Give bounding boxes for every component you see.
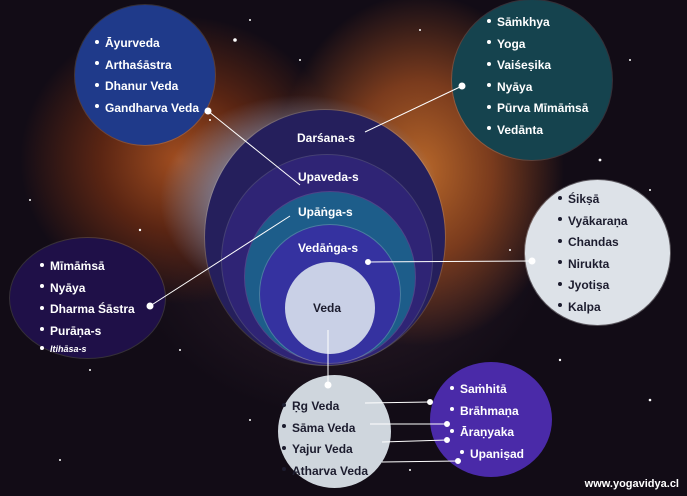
list-item: Mīmāṁsā	[40, 256, 135, 278]
list-item: Sāma Veda	[282, 418, 368, 440]
vedanga-list: Śikṣā Vyākaraṇa Chandas Nirukta Jyotiṣa …	[558, 189, 628, 318]
list-item: Vyākaraṇa	[558, 211, 628, 233]
vedanga-bubble	[525, 180, 670, 325]
veda-list: Ṛg Veda Sāma Veda Yajur Veda Atharva Ved…	[282, 396, 368, 482]
list-item: Dharma Śāstra	[40, 299, 135, 321]
footer-credit: www.yogavidya.cl	[584, 478, 679, 490]
upanga-bubble	[10, 238, 165, 358]
upaveda-list: Āyurveda Arthaśāstra Dhanur Veda Gandhar…	[95, 33, 199, 119]
list-item: Atharva Veda	[282, 461, 368, 483]
list-item: Ṛg Veda	[282, 396, 368, 418]
list-item: Nyāya	[487, 77, 588, 99]
list-item: Āraṇyaka	[450, 422, 524, 444]
veda-core	[285, 262, 375, 354]
darsana-bubble	[452, 0, 612, 160]
veda-parts-bubble	[430, 362, 552, 477]
list-item: Vaiśeṣika	[487, 55, 588, 77]
darsana-label: Darśana-s	[297, 131, 356, 145]
upanga-list: Mīmāṁsā Nyāya Dharma Śāstra Purāṇa-s Iti…	[40, 256, 135, 356]
list-item: Yoga	[487, 34, 588, 56]
list-item: Gandharva Veda	[95, 98, 199, 120]
list-item: Vedānta	[487, 120, 588, 142]
list-item: Sāṁkhya	[487, 12, 588, 34]
list-item: Nirukta	[558, 254, 628, 276]
vedanga-label: Vedāṅga-s	[298, 241, 359, 255]
veda-list-bubble	[278, 375, 391, 488]
list-item: Kalpa	[558, 297, 628, 319]
list-item: Āyurveda	[95, 33, 199, 55]
list-item: Pūrva Mīmāṁsā	[487, 98, 588, 120]
upaveda-label: Upaveda-s	[298, 170, 359, 184]
list-item: Śikṣā	[558, 189, 628, 211]
list-item: Dhanur Veda	[95, 76, 199, 98]
list-item: Nyāya	[40, 278, 135, 300]
list-item: Brāhmaṇa	[450, 401, 524, 423]
list-item: Upaniṣad	[450, 444, 524, 466]
veda-parts-list: Saṁhitā Brāhmaṇa Āraṇyaka Upaniṣad	[450, 379, 524, 465]
list-item: Saṁhitā	[450, 379, 524, 401]
veda-label: Veda	[313, 301, 342, 315]
list-item: Purāṇa-s	[40, 321, 135, 343]
list-item: Chandas	[558, 232, 628, 254]
upanga-label: Upāṅga-s	[298, 205, 353, 219]
list-item: Itihāsa-s	[40, 342, 135, 356]
upaveda-bubble	[75, 5, 215, 145]
list-item: Arthaśāstra	[95, 55, 199, 77]
list-item: Jyotiṣa	[558, 275, 628, 297]
darsana-list: Sāṁkhya Yoga Vaiśeṣika Nyāya Pūrva Mīmāṁ…	[487, 12, 588, 141]
list-item: Yajur Veda	[282, 439, 368, 461]
